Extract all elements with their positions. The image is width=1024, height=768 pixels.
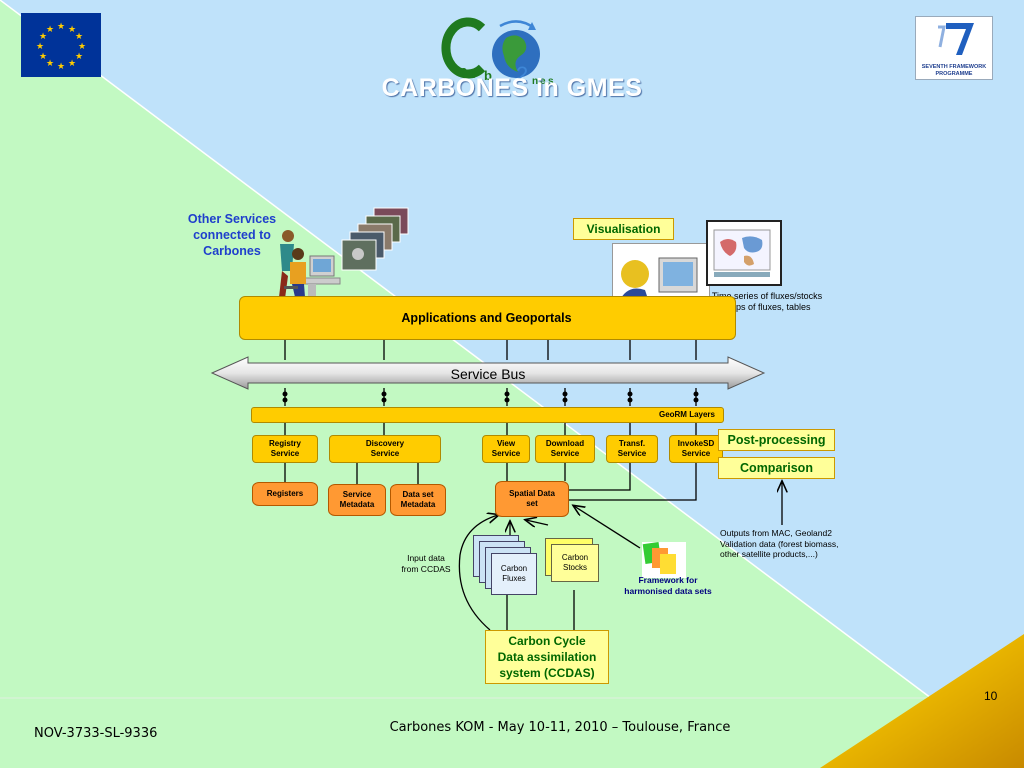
- view-service-line2: Service: [491, 449, 521, 458]
- service-metadata-line1: Service: [342, 490, 372, 499]
- invokesd-service-line1: InvokeSD: [677, 439, 715, 448]
- registry-service-box: Registry Service: [252, 435, 318, 463]
- registers-store: Registers: [252, 482, 318, 506]
- satellite-image-stack-icon: [341, 207, 409, 271]
- ccdas-box: Carbon Cycle Data assimilation system (C…: [485, 630, 609, 684]
- dataset-metadata-line2: Metadata: [400, 500, 436, 509]
- framework-line1: Framework for: [638, 575, 698, 585]
- svg-text:★: ★: [75, 32, 83, 42]
- other-services-label: Other Services connected to Carbones: [187, 212, 277, 258]
- fp7-logo: SEVENTH FRAMEWORK PROGRAMME: [915, 16, 993, 80]
- carbones-logo-a: a: [460, 63, 468, 78]
- carbon-fluxes-stack: Carbon Fluxes: [473, 535, 543, 595]
- svg-text:★: ★: [36, 42, 44, 52]
- svg-text:★: ★: [39, 32, 47, 42]
- svg-text:★: ★: [68, 59, 76, 69]
- download-service-box: Download Service: [535, 435, 595, 463]
- outputs-note-line1: Outputs from MAC, Geoland2: [720, 528, 832, 538]
- svg-text:★: ★: [46, 59, 54, 69]
- carbones-logo-e: e: [540, 76, 546, 87]
- svg-text:★: ★: [57, 22, 65, 32]
- fp7-line2: PROGRAMME: [935, 71, 973, 77]
- view-service-box: View Service: [482, 435, 530, 463]
- dataset-metadata-store: Data set Metadata: [390, 484, 446, 516]
- input-data-line2: from CCDAS: [401, 563, 451, 574]
- spatial-dataset-store: Spatial Data set: [495, 481, 569, 517]
- outputs-note: Outputs from MAC, Geoland2 Validation da…: [720, 528, 880, 560]
- service-bus-label: Service Bus: [450, 366, 526, 382]
- carbon-stocks-stack: Carbon Stocks: [545, 538, 601, 584]
- transf-service-box: Transf. Service: [606, 435, 658, 463]
- svg-text:★: ★: [57, 62, 65, 72]
- ccdas-line2: Data assimilation: [497, 650, 597, 664]
- framework-line2: harmonised data sets: [624, 585, 712, 596]
- georm-layers-bar: GeoRM Layers: [251, 407, 724, 423]
- carbon-fluxes-line1: Carbon: [500, 564, 528, 573]
- input-data-line1: Input data: [407, 553, 445, 563]
- footer-center: Carbones KOM - May 10-11, 2010 – Toulous…: [389, 720, 731, 735]
- ccdas-line1: Carbon Cycle: [508, 634, 586, 648]
- post-processing-label: Post-processing: [718, 429, 835, 451]
- registry-service-line1: Registry: [268, 439, 301, 448]
- download-service-line1: Download: [545, 439, 585, 448]
- fluxes-doc-front: Carbon Fluxes: [491, 553, 537, 595]
- spatial-dataset-line1: Spatial Data: [509, 489, 555, 498]
- invokesd-service-box: InvokeSD Service: [669, 435, 723, 463]
- svg-text:★: ★: [46, 25, 54, 35]
- applications-geoportals-label: Applications and Geoportals: [401, 311, 572, 325]
- carbones-logo-n: n: [532, 76, 538, 87]
- eu-stars: ★★★ ★★★ ★★★ ★★★: [36, 22, 86, 72]
- fp7-line1: SEVENTH FRAMEWORK: [921, 64, 987, 70]
- comparison-label: Comparison: [718, 457, 835, 479]
- framework-label: Framework for harmonised data sets: [606, 575, 730, 596]
- carbon-stocks-line1: Carbon: [561, 553, 589, 562]
- discovery-service-box: Discovery Service: [329, 435, 441, 463]
- visualisation-label: Visualisation: [573, 218, 674, 240]
- service-bus-arrow: [210, 356, 766, 390]
- registry-service-line2: Service: [270, 449, 300, 458]
- dataset-metadata-line1: Data set: [402, 490, 434, 499]
- svg-text:★: ★: [78, 42, 86, 52]
- stocks-doc-front: Carbon Stocks: [551, 544, 599, 582]
- invokesd-service-line2: Service: [681, 449, 711, 458]
- world-map-icon: [713, 229, 771, 277]
- applications-geoportals-box: Applications and Geoportals: [239, 296, 736, 340]
- transf-service-line2: Service: [617, 449, 647, 458]
- carbon-fluxes-line2: Fluxes: [502, 574, 526, 583]
- svg-text:★: ★: [39, 52, 47, 62]
- discovery-service-line1: Discovery: [365, 439, 405, 448]
- map-chart-thumbnail: [706, 220, 782, 286]
- input-data-label: Input data from CCDAS: [393, 553, 459, 574]
- outputs-note-line3: other satellite products,...): [720, 549, 818, 559]
- eu-flag-icon: ★★★ ★★★ ★★★ ★★★: [21, 13, 101, 77]
- svg-text:★: ★: [68, 25, 76, 35]
- carbones-logo-b: b: [484, 68, 492, 83]
- view-service-line1: View: [496, 439, 516, 448]
- carbones-logo: a r b 2 n e s: [441, 17, 554, 87]
- service-metadata-line2: Metadata: [339, 500, 375, 509]
- page-number: 10: [984, 689, 998, 703]
- spatial-dataset-line2: set: [526, 499, 538, 508]
- slide-title: CARBONES in GMES: [381, 74, 643, 102]
- georm-layers-label: GeoRM Layers: [658, 410, 715, 419]
- carbones-logo-r: r: [472, 66, 477, 81]
- framework-documents-icon: [642, 541, 686, 578]
- carbones-logo-s: s: [548, 76, 554, 87]
- discovery-service-line2: Service: [370, 449, 400, 458]
- registers-label: Registers: [266, 489, 304, 498]
- vis-note-1: Time series of fluxes/stocks: [711, 291, 823, 301]
- vis-note-2: Maps of fluxes, tables: [723, 302, 811, 312]
- footer-left: NOV-3733-SL-9336: [34, 726, 158, 741]
- ccdas-line3: system (CCDAS): [499, 666, 595, 680]
- download-service-line2: Service: [550, 449, 580, 458]
- carbon-stocks-line2: Stocks: [562, 563, 587, 572]
- service-metadata-store: Service Metadata: [328, 484, 386, 516]
- outputs-note-line2: Validation data (forest biomass,: [720, 538, 839, 549]
- svg-text:★: ★: [75, 52, 83, 62]
- fp7-seven-icon: [938, 23, 974, 55]
- transf-service-line1: Transf.: [618, 439, 646, 448]
- carbones-logo-2: 2: [516, 62, 528, 87]
